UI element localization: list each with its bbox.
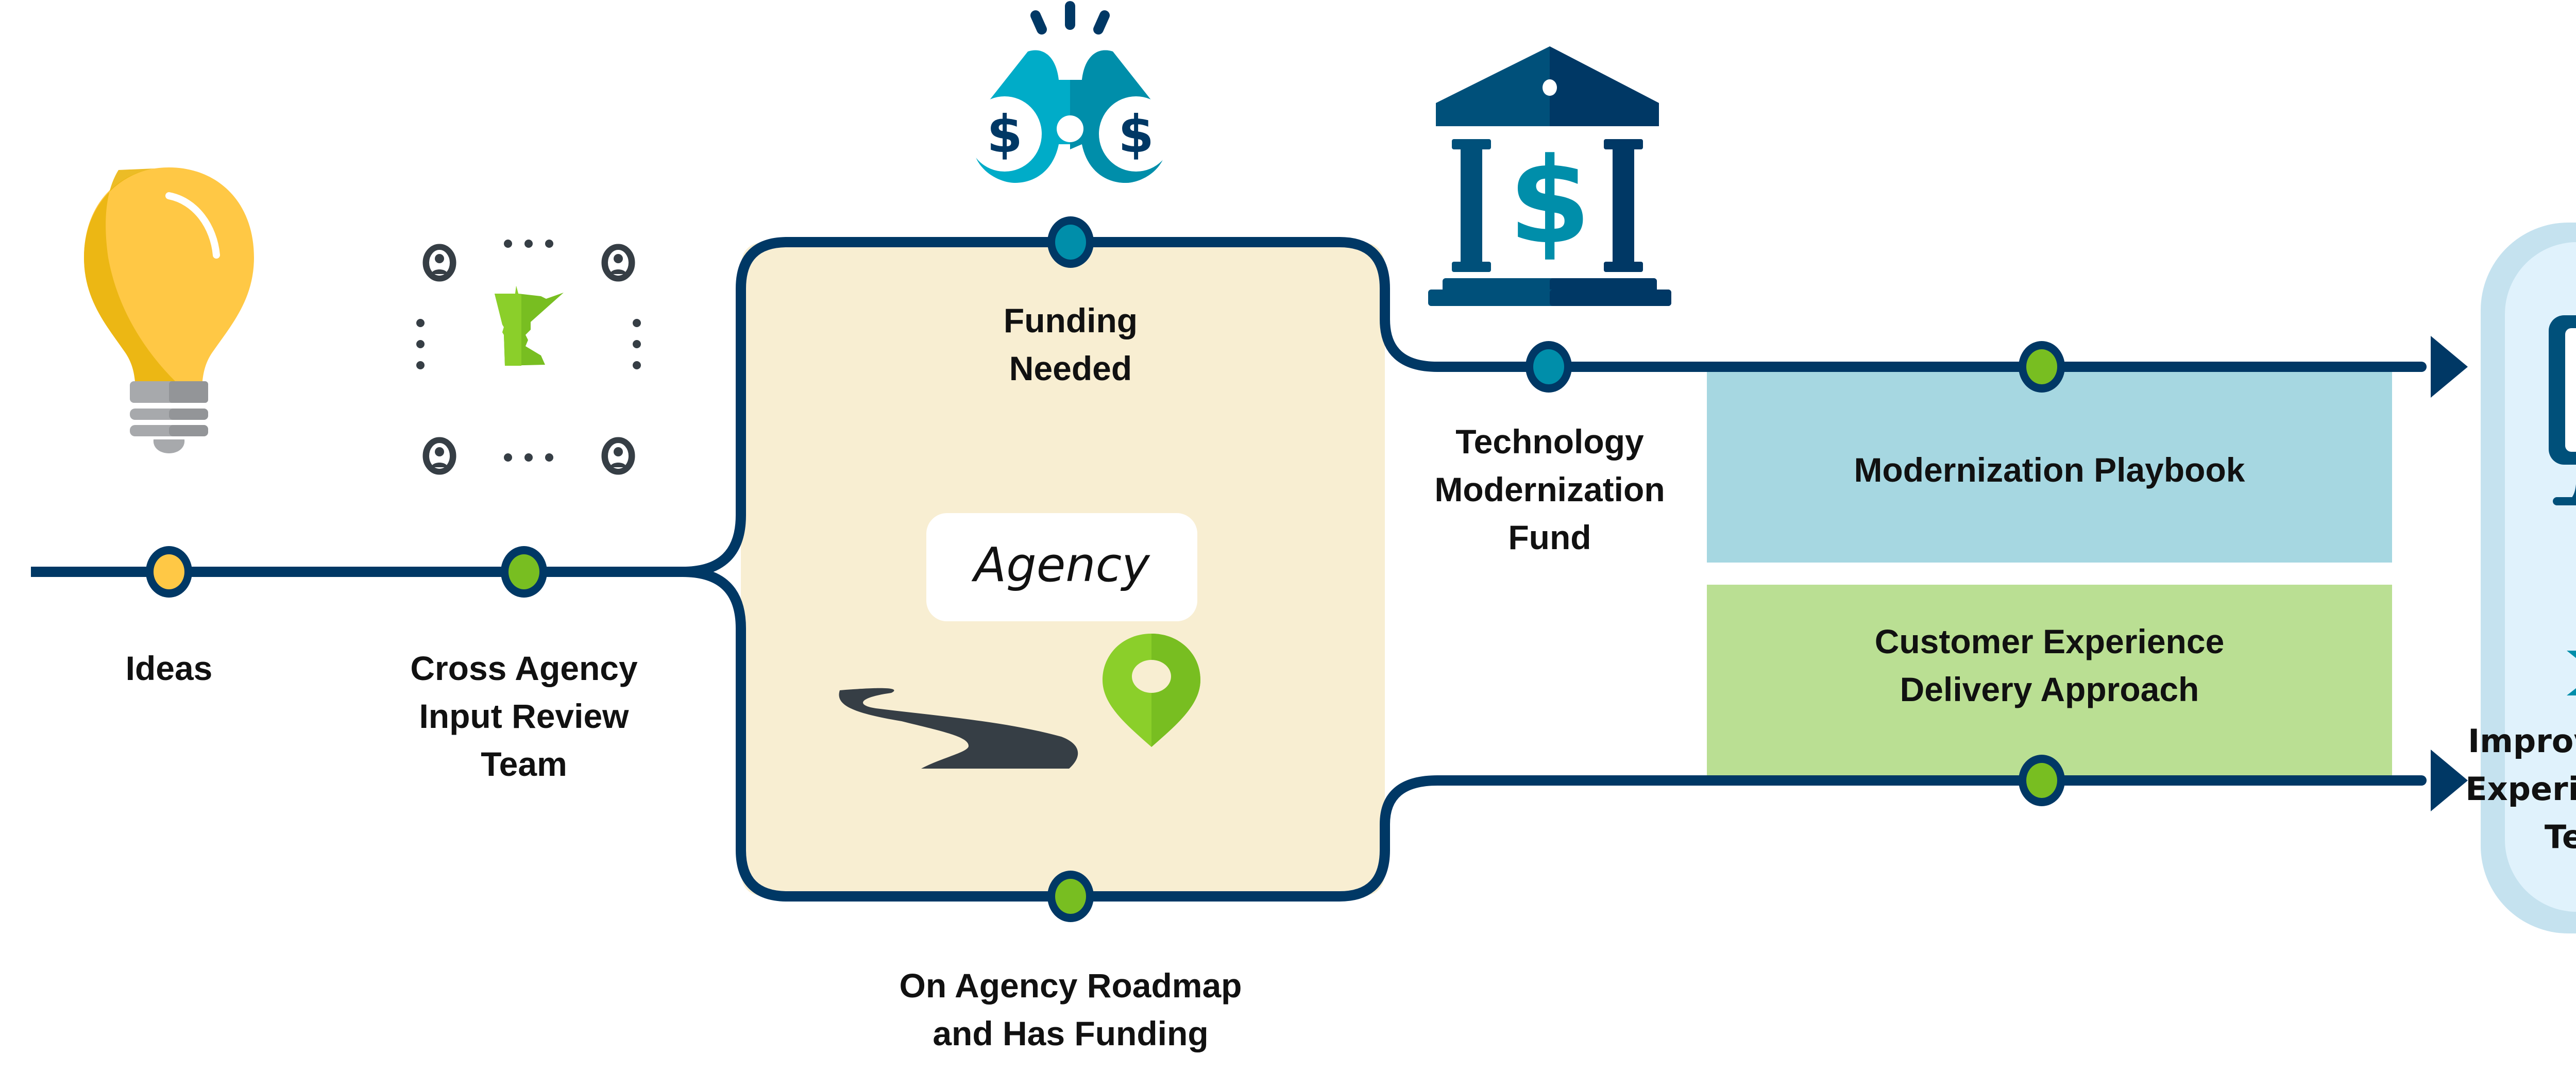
monitor-phone-minnesota-icon	[2549, 315, 2576, 505]
svg-text:Modernization Playbook: Modernization Playbook	[1854, 451, 2245, 489]
road-map-pin-icon	[839, 634, 1200, 769]
label-fund: Technology Modernization Fund	[1434, 422, 1665, 556]
svg-text:Needed: Needed	[1009, 349, 1132, 387]
node-has-funding[interactable]	[1047, 871, 1094, 922]
modernization-playbook-band	[1707, 367, 2392, 563]
node-review-team[interactable]	[501, 546, 547, 598]
goal-ribbon	[2567, 651, 2576, 695]
svg-text:Technology: Technology	[2545, 818, 2576, 856]
label-modernization-playbook: Modernization Playbook	[1854, 451, 2245, 489]
svg-text:Input Review: Input Review	[419, 697, 629, 735]
node-playbook[interactable]	[2019, 341, 2065, 393]
svg-text:and Has Funding: and Has Funding	[933, 1014, 1208, 1052]
svg-text:$: $	[1509, 133, 1591, 270]
svg-text:Improved Customer: Improved Customer	[2468, 722, 2576, 760]
svg-text:Customer Experience: Customer Experience	[1875, 622, 2225, 660]
svg-text:$: $	[987, 104, 1023, 164]
lightbulb-icon	[84, 167, 254, 453]
svg-text:Cross Agency: Cross Agency	[410, 649, 638, 687]
label-review-team: Cross Agency Input Review Team	[410, 649, 638, 783]
label-has-funding: On Agency Roadmap and Has Funding	[900, 966, 1242, 1052]
svg-text:On Agency Roadmap: On Agency Roadmap	[900, 966, 1242, 1005]
svg-text:Modernization: Modernization	[1434, 470, 1665, 508]
binoculars-dollar-icon: $ $	[968, 1, 1173, 183]
svg-text:Funding: Funding	[1004, 301, 1138, 339]
label-funding-needed: Funding Needed	[1004, 301, 1138, 387]
arrowhead-bottom	[2431, 750, 2468, 811]
bank-dollar-icon: $	[1428, 46, 1671, 306]
svg-text:Delivery Approach: Delivery Approach	[1900, 670, 2199, 708]
svg-text:Technology: Technology	[1455, 422, 1644, 461]
svg-text:Experience Through: Experience Through	[2465, 770, 2576, 808]
customer-experience-band	[1707, 585, 2392, 780]
goal-description: Improved Customer Experience Through Tec…	[2465, 722, 2576, 856]
node-ideas[interactable]	[146, 546, 192, 598]
agency-tag-box	[926, 513, 1197, 621]
arrowhead-top	[2431, 336, 2468, 398]
people-network-icon	[416, 240, 641, 475]
svg-text:$: $	[1118, 104, 1154, 164]
label-ideas: Ideas	[126, 649, 213, 687]
label-cx-approach: Customer Experience Delivery Approach	[1875, 622, 2225, 708]
node-cx-approach[interactable]	[2019, 755, 2065, 806]
svg-text:Fund: Fund	[1508, 518, 1591, 556]
node-funding-needed[interactable]	[1047, 216, 1094, 268]
svg-text:Team: Team	[481, 745, 567, 783]
svg-text:Ideas: Ideas	[126, 649, 213, 687]
node-fund[interactable]	[1526, 341, 1572, 393]
agency-tag: Agency	[971, 537, 1150, 592]
